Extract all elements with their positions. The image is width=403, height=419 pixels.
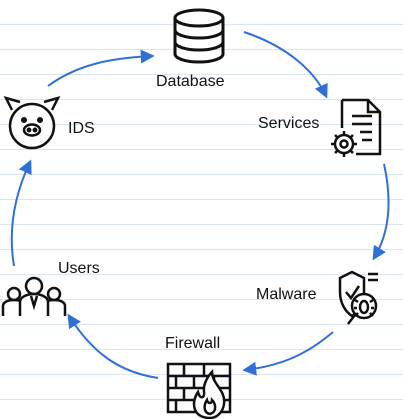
- user-group-icon: [1, 276, 67, 316]
- node-label-services: Services: [258, 115, 320, 132]
- database-icon: [173, 8, 225, 64]
- arrow-malware-to-firewall: [242, 331, 334, 376]
- brick-wall-flame-icon: [166, 362, 232, 419]
- arrow-services-to-malware: [372, 163, 390, 261]
- node-label-firewall: Firewall: [165, 335, 221, 352]
- arrow-database-to-services: [243, 31, 328, 99]
- node-label-ids: IDS: [68, 120, 95, 137]
- node-label-users: Users: [58, 260, 100, 277]
- document-gear-icon: [331, 98, 382, 157]
- pig-icon: [3, 96, 61, 150]
- arrow-ids-to-database: [47, 49, 155, 87]
- arrow-users-to-ids: [10, 159, 32, 267]
- arrow-firewall-to-users: [67, 313, 159, 379]
- node-label-malware: Malware: [256, 286, 317, 303]
- shield-bug-magnifier-icon: [338, 270, 378, 325]
- node-label-database: Database: [156, 73, 225, 90]
